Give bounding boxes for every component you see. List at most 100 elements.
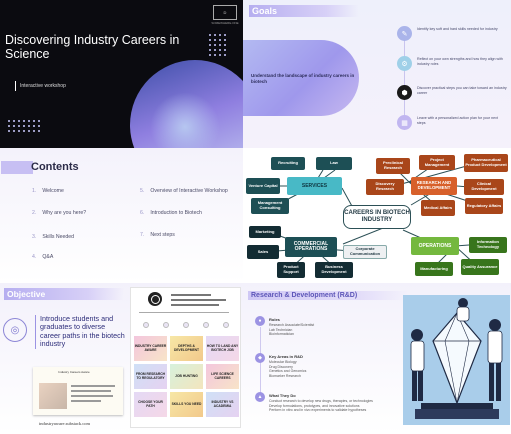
logo-text: SOMEWHERE.ONE (211, 21, 239, 25)
post-tile[interactable]: INDUSTRY VS ACADEMIA (206, 392, 239, 417)
avatar (148, 292, 162, 306)
goal-item: Identify key soft and hard skills needed… (417, 27, 498, 31)
newsletter-card[interactable]: Industry Careers Aware (33, 367, 123, 415)
steps-icon: ⬢ (397, 85, 412, 100)
slide-goals[interactable]: Goals Understand the landscape of indust… (243, 0, 511, 148)
slide-objective[interactable]: Objective ◎ Introduce students and gradu… (0, 283, 243, 434)
rnd-line: Bioinformatician (269, 332, 294, 336)
objective-text: Introduce students and graduates to dive… (40, 314, 125, 349)
card-line (71, 390, 111, 392)
node-law[interactable]: Law (316, 157, 352, 170)
node-commercial-operations[interactable]: COMMERCIAL OPERATIONS (285, 237, 337, 257)
objective-header: Objective (4, 288, 124, 300)
roles-icon: ● (255, 316, 265, 326)
contents-item[interactable]: 4.Q&A (32, 254, 54, 260)
profile-line (171, 299, 226, 301)
contents-item[interactable]: 2.Why are you here? (32, 210, 87, 216)
highlight-icon[interactable] (163, 322, 169, 328)
slide-title[interactable]: D SOMEWHERE.ONE Discovering Industry Car… (0, 0, 243, 148)
reflect-icon: ⚙ (397, 56, 412, 71)
highlight-icon[interactable] (143, 322, 149, 328)
decorative-dots-bottom (8, 120, 40, 132)
post-tile[interactable]: CHOOSE YOUR PATH (134, 392, 167, 417)
what-they-do-icon: ▲ (255, 392, 265, 402)
profile-line (171, 294, 211, 296)
post-tile[interactable]: JOB HUNTING (170, 364, 203, 389)
card-title: Industry Careers Aware (58, 370, 90, 374)
node-quality-assurance[interactable]: Quality Assurance (461, 259, 499, 275)
node-business-development[interactable]: Business Development (315, 262, 353, 278)
node-corporate-communication[interactable]: Corporate Communication (343, 245, 387, 259)
contents-item[interactable]: 7.Next steps (140, 232, 175, 238)
contents-title-rest: ontents (38, 161, 79, 173)
contents-item[interactable]: 1.Welcome (32, 188, 64, 194)
contents-item[interactable]: 5.Overview of Interactive Workshop (140, 188, 228, 194)
node-discovery-research[interactable]: Discovery Research (366, 179, 404, 195)
slide-mindmap[interactable]: Recruiting Law Venture Capital SERVICES … (243, 148, 511, 283)
node-regulatory-affairs[interactable]: Regulatory Affairs (465, 198, 503, 214)
node-venture-capital[interactable]: Venture Capital (246, 178, 280, 194)
rnd-line: Conduct research to develop new drugs, t… (269, 399, 373, 403)
slide-title-text: Discovering Industry Careers in Science (5, 33, 180, 61)
post-tile[interactable]: SKILLS YOU NEED (170, 392, 203, 417)
card-image (39, 383, 67, 409)
contents-title: Contents (31, 161, 79, 173)
card-line (71, 395, 113, 397)
goals-pill (243, 40, 359, 116)
slide-contents[interactable]: Contents 1.Welcome 2.Why are you here? 3… (0, 148, 243, 283)
node-preclinical-research[interactable]: Preclinical Research (376, 158, 410, 174)
goals-timeline (404, 30, 405, 130)
profile-screenshot[interactable]: INDUSTRY CAREER AWARE DEPTHS & DEVELOPME… (130, 287, 241, 428)
logo-mark: D (223, 10, 227, 15)
highlight-icon[interactable] (183, 322, 189, 328)
profile-line (139, 312, 229, 313)
node-clinical-development[interactable]: Clinical Development (464, 179, 504, 195)
rnd-section-heading: What They Do (269, 393, 296, 398)
rnd-header: Research & Development (R&D) (248, 291, 408, 300)
post-tile[interactable]: INDUSTRY CAREER AWARE (134, 336, 167, 361)
node-project-management[interactable]: Project Management (419, 155, 455, 170)
rnd-line: Lab Technician (269, 327, 293, 332)
node-services[interactable]: SERVICES (287, 177, 342, 195)
node-management-consulting[interactable]: Management Consulting (251, 198, 289, 214)
contents-title-initial: C (31, 161, 39, 173)
node-research-and-development[interactable]: RESEARCH AND DEVELOPMENT (411, 177, 457, 195)
node-pharmaceutical-product-development[interactable]: Pharmaceutical Product Development (464, 154, 508, 172)
post-tile[interactable]: LIFE SCIENCE CAREERS (206, 364, 239, 389)
node-medical-affairs[interactable]: Medical Affairs (421, 200, 455, 216)
plan-icon: ▦ (397, 115, 412, 130)
node-sales[interactable]: Sales (247, 245, 279, 259)
profile-line (171, 304, 219, 306)
key-areas-icon: ◆ (255, 353, 265, 363)
node-careers-center[interactable]: CAREERS IN BIOTECH INDUSTRY (343, 205, 411, 229)
slide-rnd[interactable]: Research & Development (R&D) ● Roles Res… (243, 283, 511, 434)
rnd-line: Develop formulations, prototypes, and in… (269, 403, 360, 408)
node-information-technology[interactable]: Information Technology (469, 237, 507, 253)
substack-url[interactable]: industryaware.substack.com (39, 421, 90, 426)
contents-item[interactable]: 6.Introduction to Biotech (140, 210, 202, 216)
rnd-section-heading: Roles (269, 317, 280, 322)
rnd-line: Research Associate/Scientist (269, 323, 315, 327)
subtitle-bar (15, 81, 16, 91)
node-recruiting[interactable]: Recruiting (271, 157, 305, 170)
objective-bar (35, 315, 36, 349)
post-tile[interactable]: FROM RESEARCH TO REGULATORY (134, 364, 167, 389)
card-line (71, 385, 115, 387)
rnd-line: Biomarker Research (269, 373, 301, 378)
node-operations[interactable]: OPERATIONS (411, 237, 459, 255)
node-manufacturing[interactable]: Manufacturing (415, 262, 453, 276)
contents-item[interactable]: 3.Skills Needed (32, 234, 75, 240)
highlight-icon[interactable] (223, 322, 229, 328)
scientists-diamond-illustration (403, 295, 510, 425)
slide-subtitle: Interactive workshop (20, 83, 66, 89)
goals-pill-text: Understand the landscape of industry car… (251, 73, 355, 84)
node-product-support[interactable]: Product Support (277, 262, 305, 278)
rnd-line: Perform in vitro and in vivo experiments… (269, 408, 367, 412)
node-marketing[interactable]: Marketing (249, 226, 281, 238)
contents-accent-block (1, 161, 33, 174)
glow-circle (150, 92, 220, 148)
post-tile[interactable]: HOW TO LAND ANY BIOTECH JOB (206, 336, 239, 361)
highlight-icon[interactable] (203, 322, 209, 328)
post-tile[interactable]: DEPTHS & DEVELOPMENT (170, 336, 203, 361)
rnd-line: Molecular Biology (269, 360, 297, 364)
